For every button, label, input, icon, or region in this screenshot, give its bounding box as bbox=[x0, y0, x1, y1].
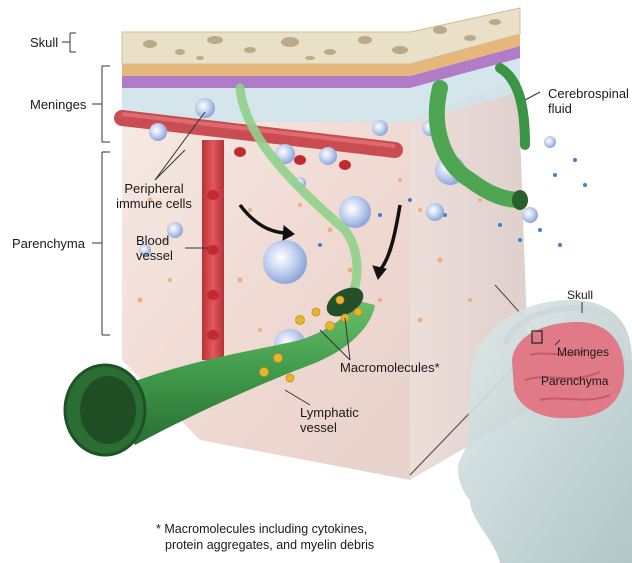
left-brackets bbox=[62, 33, 110, 335]
footnote: * Macromolecules including cytokines, pr… bbox=[156, 521, 374, 553]
label-macromolecules: Macromolecules* bbox=[340, 360, 440, 375]
label-csf: Cerebrospinal fluid bbox=[548, 86, 632, 116]
label-meninges: Meninges bbox=[30, 97, 86, 112]
label-parenchyma: Parenchyma bbox=[12, 236, 85, 251]
footnote-line1: * Macromolecules including cytokines, bbox=[156, 521, 374, 537]
inset-label-skull: Skull bbox=[567, 288, 593, 303]
footnote-line2: protein aggregates, and myelin debris bbox=[156, 537, 374, 553]
label-skull: Skull bbox=[30, 35, 58, 50]
label-blood-line2: vessel bbox=[136, 248, 173, 263]
label-pic-line2: immune cells bbox=[104, 196, 204, 211]
inset-brain bbox=[512, 322, 624, 418]
label-lymph-line1: Lymphatic bbox=[300, 405, 359, 420]
inset-label-parenchyma: Parenchyma bbox=[541, 374, 608, 389]
label-csf-line2: fluid bbox=[548, 101, 632, 116]
label-pic-line1: Peripheral bbox=[104, 181, 204, 196]
label-lymphatic-vessel: Lymphatic vessel bbox=[300, 405, 359, 435]
label-peripheral-immune-cells: Peripheral immune cells bbox=[104, 181, 204, 211]
label-csf-line1: Cerebrospinal bbox=[548, 86, 632, 101]
label-blood-line1: Blood bbox=[136, 233, 173, 248]
label-blood-vessel: Blood vessel bbox=[136, 233, 173, 263]
inset-label-meninges: Meninges bbox=[557, 345, 609, 360]
label-lymph-line2: vessel bbox=[300, 420, 359, 435]
